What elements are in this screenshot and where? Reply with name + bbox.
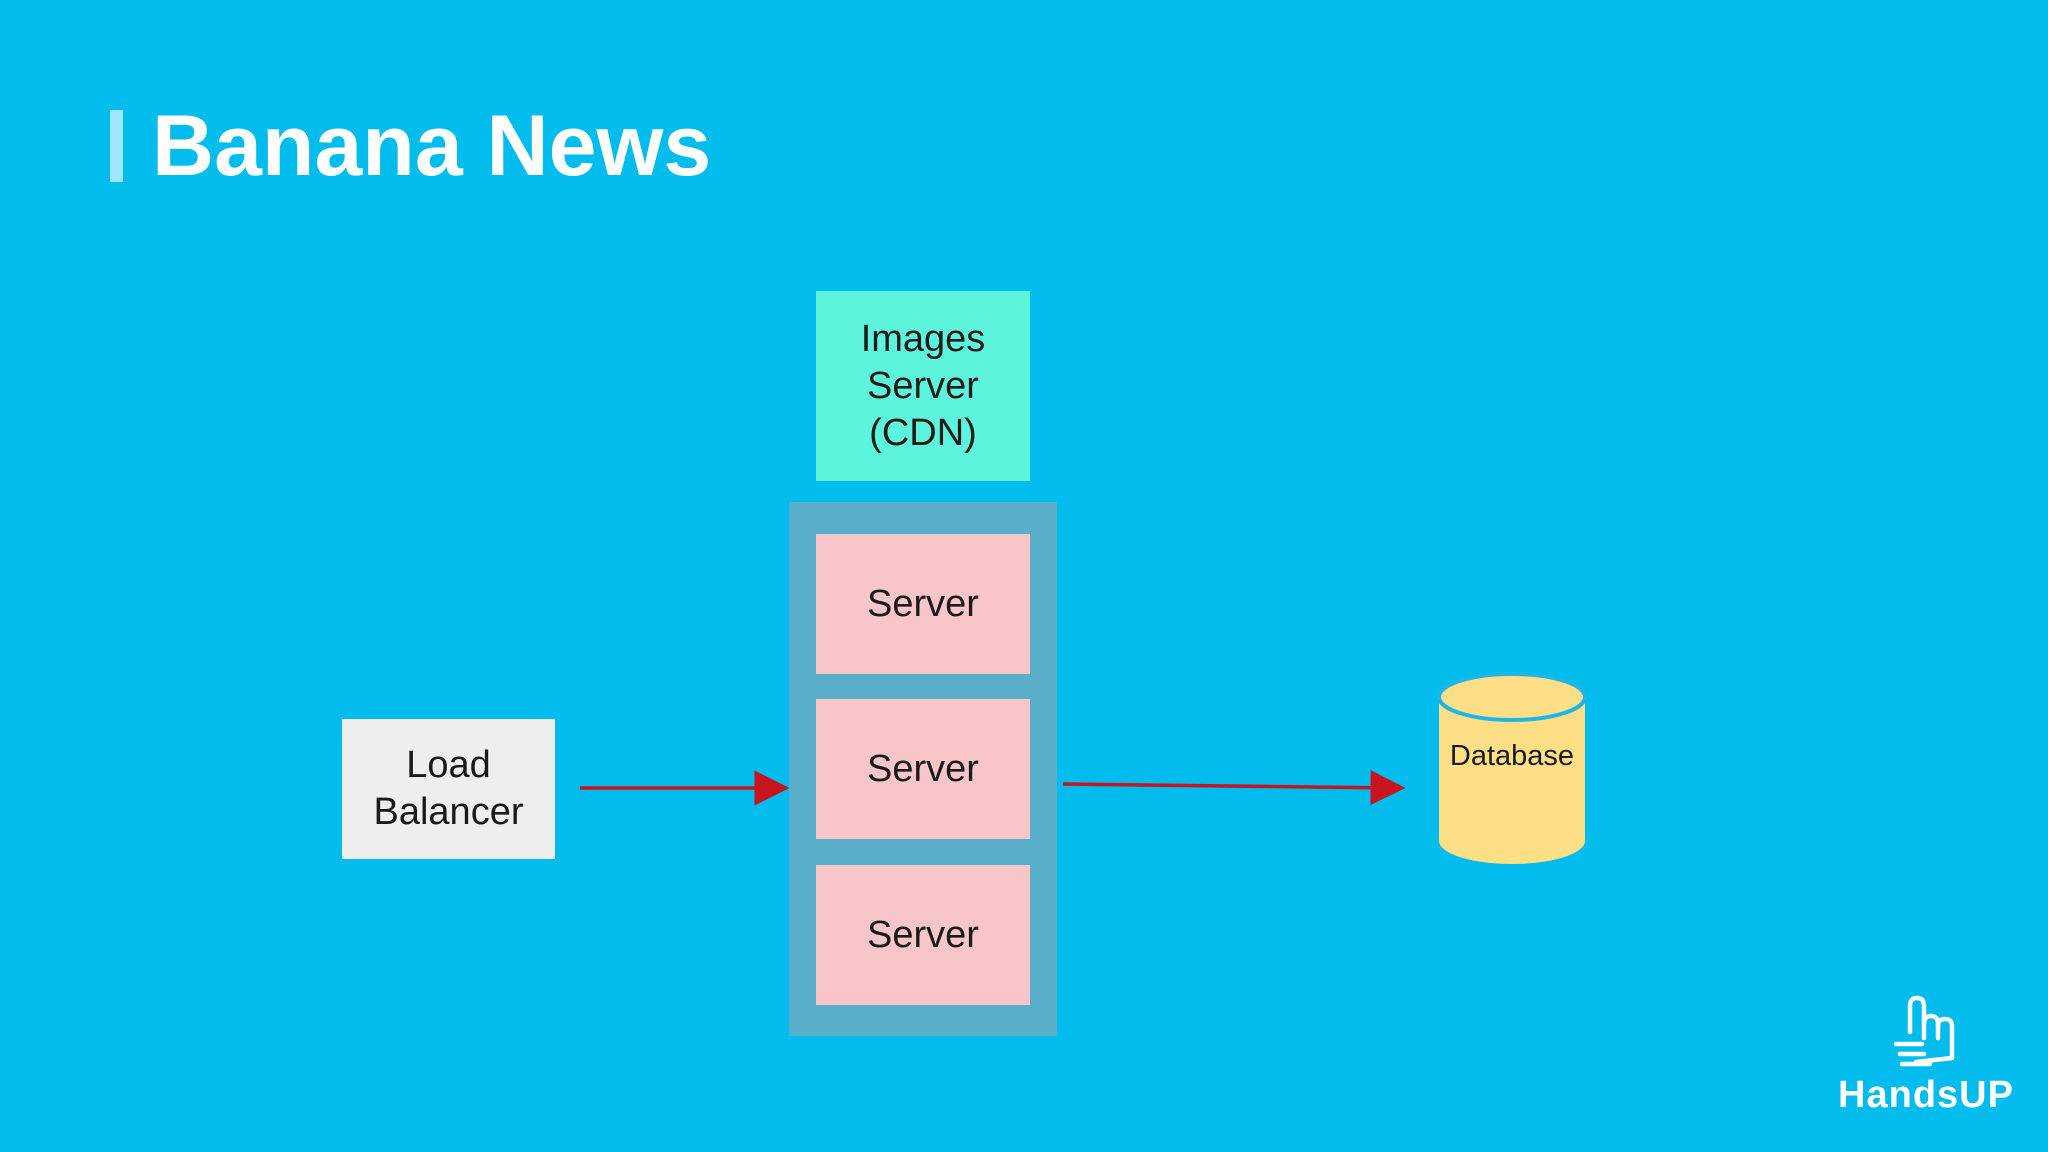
title-accent-bar (110, 110, 123, 182)
page-title: Banana News (152, 98, 712, 194)
handsup-logo-text: HandsUP (1838, 1074, 2014, 1116)
cdn-label-line: (CDN) (869, 411, 977, 454)
cdn-node: Images Server (CDN) (816, 291, 1030, 481)
arrow-server-to-database (1062, 770, 1406, 806)
database-label: Database (1449, 740, 1575, 772)
server-label: Server (867, 747, 979, 790)
server-label: Server (867, 582, 979, 625)
server-node: Server (816, 534, 1030, 674)
pointing-hand-icon (1893, 995, 1955, 1067)
load-balancer-label-line: Balancer (373, 791, 524, 833)
load-balancer-label-line: Load (406, 744, 491, 786)
server-label: Server (867, 913, 979, 956)
server-node: Server (816, 865, 1030, 1005)
server-node: Server (816, 699, 1030, 839)
cdn-label-line: Server (867, 364, 979, 407)
database-cylinder (1437, 672, 1587, 864)
cdn-label-line: Images (860, 317, 986, 360)
load-balancer-node: Load Balancer (342, 719, 555, 859)
